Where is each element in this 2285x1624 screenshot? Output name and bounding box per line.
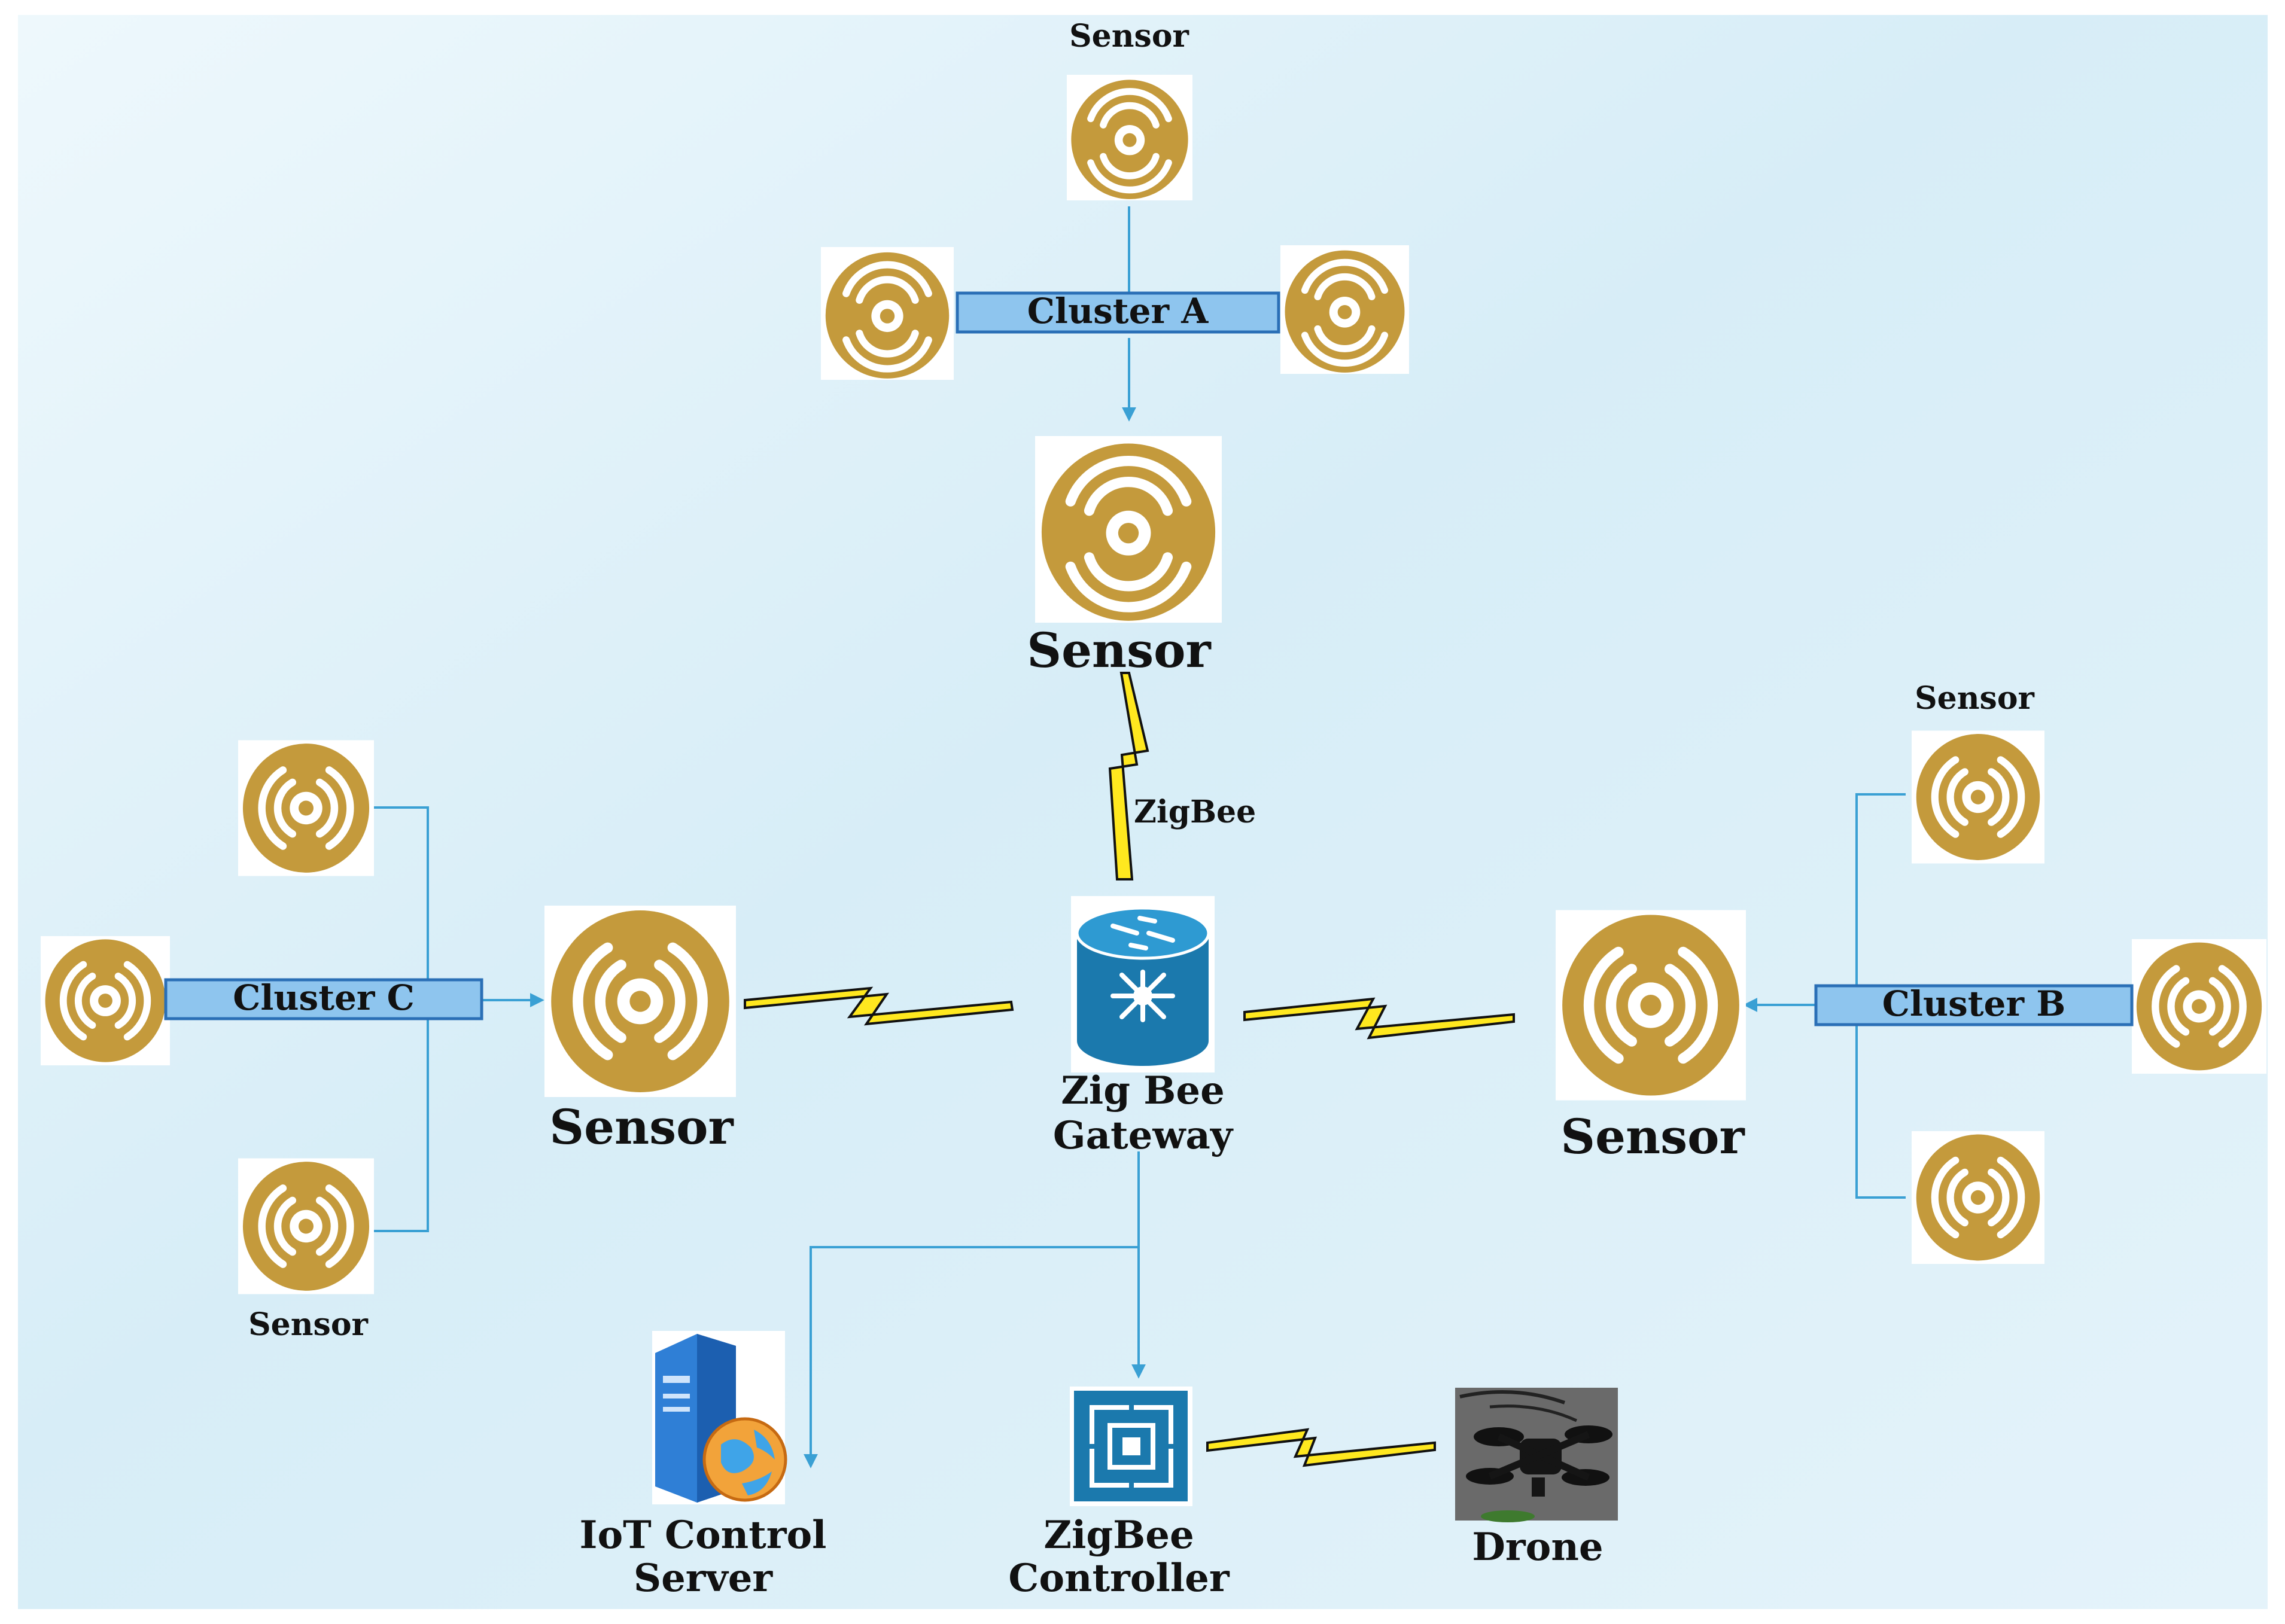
wireless-sensor-icon — [238, 741, 374, 876]
wireless-sensor-icon — [1912, 731, 2044, 864]
lightning-bolt-icon — [1108, 672, 1149, 880]
lightning-bolt-icon — [744, 986, 1014, 1026]
sensor-left-bottom-label: Sensor — [248, 1306, 368, 1343]
gateway-label-line1: Zig Bee — [1061, 1068, 1225, 1113]
controller-label-line2: Controller — [1008, 1556, 1230, 1601]
lightning-bolt-icon — [1243, 997, 1515, 1040]
sensor-top-label: Sensor — [1069, 18, 1189, 54]
wireless-sensor-icon — [2132, 939, 2266, 1074]
wireless-sensor-icon — [1280, 245, 1409, 374]
drone-icon — [1455, 1388, 1618, 1522]
diagram-background — [18, 15, 2268, 1609]
wireless-sensor-icon — [238, 1159, 374, 1294]
controller-chip-icon — [1070, 1387, 1192, 1506]
cluster-b-label: Cluster B — [1882, 983, 2065, 1024]
router-gateway-icon — [1071, 896, 1215, 1072]
wireless-sensor-icon — [1035, 436, 1222, 623]
controller-label-line1: ZigBee — [1043, 1513, 1194, 1558]
zigbee-bolts — [744, 672, 1515, 1467]
wireless-sensor-icon — [1556, 910, 1746, 1101]
gateway-to-server-link — [804, 1246, 1139, 1468]
gateway-label-line2: Gateway — [1053, 1113, 1234, 1158]
wireless-sensor-icon — [821, 247, 954, 380]
zigbee-link-label: ZigBee — [1134, 794, 1256, 830]
drone-label: Drone — [1472, 1525, 1603, 1570]
sensor-right-top-label: Sensor — [1915, 680, 2034, 717]
wireless-sensor-icon — [544, 906, 736, 1097]
wireless-sensor-icon — [1912, 1131, 2044, 1264]
lightning-bolt-icon — [1206, 1428, 1436, 1467]
server-globe-icon — [652, 1331, 787, 1504]
wireless-sensor-icon — [41, 936, 170, 1065]
server-label-line1: IoT Control — [580, 1513, 827, 1558]
cluster-a-box: Cluster A — [956, 291, 1280, 334]
cluster-c-box: Cluster C — [164, 977, 483, 1020]
cluster-a-label: Cluster A — [1027, 291, 1209, 331]
wireless-sensor-icon — [1067, 75, 1192, 200]
sensor-left-label: Sensor — [549, 1099, 734, 1155]
labels: Sensor Sensor ZigBee Sensor Sensor Senso… — [248, 18, 2034, 1601]
server-label-line2: Server — [634, 1556, 774, 1601]
sensor-right-label: Sensor — [1560, 1108, 1745, 1165]
sensor-center-label: Sensor — [1027, 622, 1211, 678]
cluster-c-label: Cluster C — [233, 977, 415, 1018]
cluster-b-box: Cluster B — [1814, 983, 2134, 1026]
